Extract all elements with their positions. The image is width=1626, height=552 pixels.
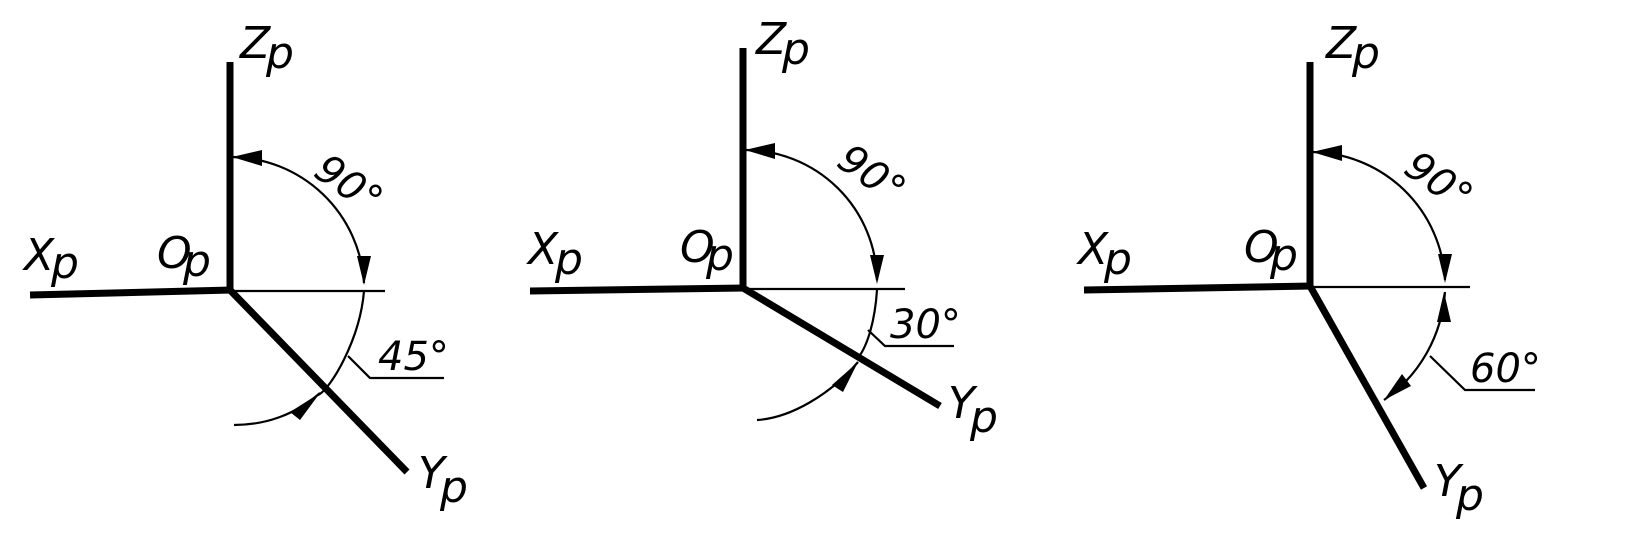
arrowhead-z: [1312, 145, 1342, 161]
arrowhead-z: [232, 150, 262, 166]
arrowhead-y: [832, 362, 858, 392]
angle-arc-y: [317, 290, 366, 397]
z-axis-label: Z: [755, 14, 787, 65]
x-axis: [529, 284, 746, 295]
x-axis: [29, 286, 233, 299]
y-axis-label: Y: [418, 448, 448, 499]
origin-subscript: p: [1269, 230, 1298, 281]
angle-label-45: 45°: [378, 334, 449, 380]
z-axis-subscript: p: [265, 28, 294, 79]
x-axis-label: X: [1076, 224, 1109, 275]
arrowhead-y: [290, 393, 320, 420]
x-axis-subscript: p: [1103, 234, 1132, 285]
arrowhead-horizontal-up: [1437, 292, 1451, 322]
z-axis-subscript: p: [1351, 28, 1380, 79]
angle-leader-45: [347, 355, 444, 380]
angle-label-30: 30°: [890, 302, 961, 348]
axes-diagram-60: X p O p Z p Y p 90° 60°: [1076, 18, 1541, 521]
angle-leader-30: [867, 329, 954, 348]
y-axis-label: Y: [1434, 456, 1464, 507]
x-axis-label: X: [526, 224, 559, 275]
origin-label: O: [1244, 222, 1279, 273]
arrowhead-horizontal: [357, 256, 371, 285]
z-axis-subscript: p: [781, 24, 810, 75]
x-axis: [1083, 282, 1313, 294]
arrowhead-horizontal: [870, 255, 884, 284]
angle-arc-y: [857, 289, 879, 359]
y-axis-subscript: p: [969, 392, 998, 443]
angle-arc-y: [1383, 291, 1447, 401]
y-axis-subscript: p: [1455, 470, 1484, 521]
axes-diagram-45: X p O p Z p Y p 90° 45°: [22, 18, 468, 513]
angle-label-90: 90°: [306, 146, 390, 224]
angle-label-60: 60°: [1470, 346, 1541, 392]
arrowhead-horizontal-down: [1438, 254, 1452, 283]
x-axis-subscript: p: [554, 234, 583, 285]
angle-label-90: 90°: [1396, 143, 1480, 221]
origin-label: O: [157, 228, 192, 279]
arrowhead-y: [1384, 374, 1411, 400]
y-axis: [741, 284, 942, 410]
angle-leader-60: [1429, 355, 1535, 392]
origin-subscript: p: [182, 236, 211, 287]
arrowhead-z: [745, 143, 775, 159]
x-axis-subscript: p: [50, 238, 79, 289]
axes-diagram-30: X p O p Z p Y p 90° 30°: [526, 14, 998, 443]
z-axis-label: Z: [1325, 18, 1357, 69]
x-axis-label: X: [22, 230, 55, 281]
y-axis: [227, 287, 410, 475]
z-axis-label: Z: [239, 18, 271, 69]
origin-subscript: p: [705, 230, 734, 281]
y-axis-subscript: p: [439, 462, 468, 513]
y-axis-label: Y: [948, 378, 978, 429]
angle-label-90: 90°: [829, 136, 913, 214]
y-axis: [1306, 284, 1428, 490]
origin-label: O: [680, 222, 715, 273]
